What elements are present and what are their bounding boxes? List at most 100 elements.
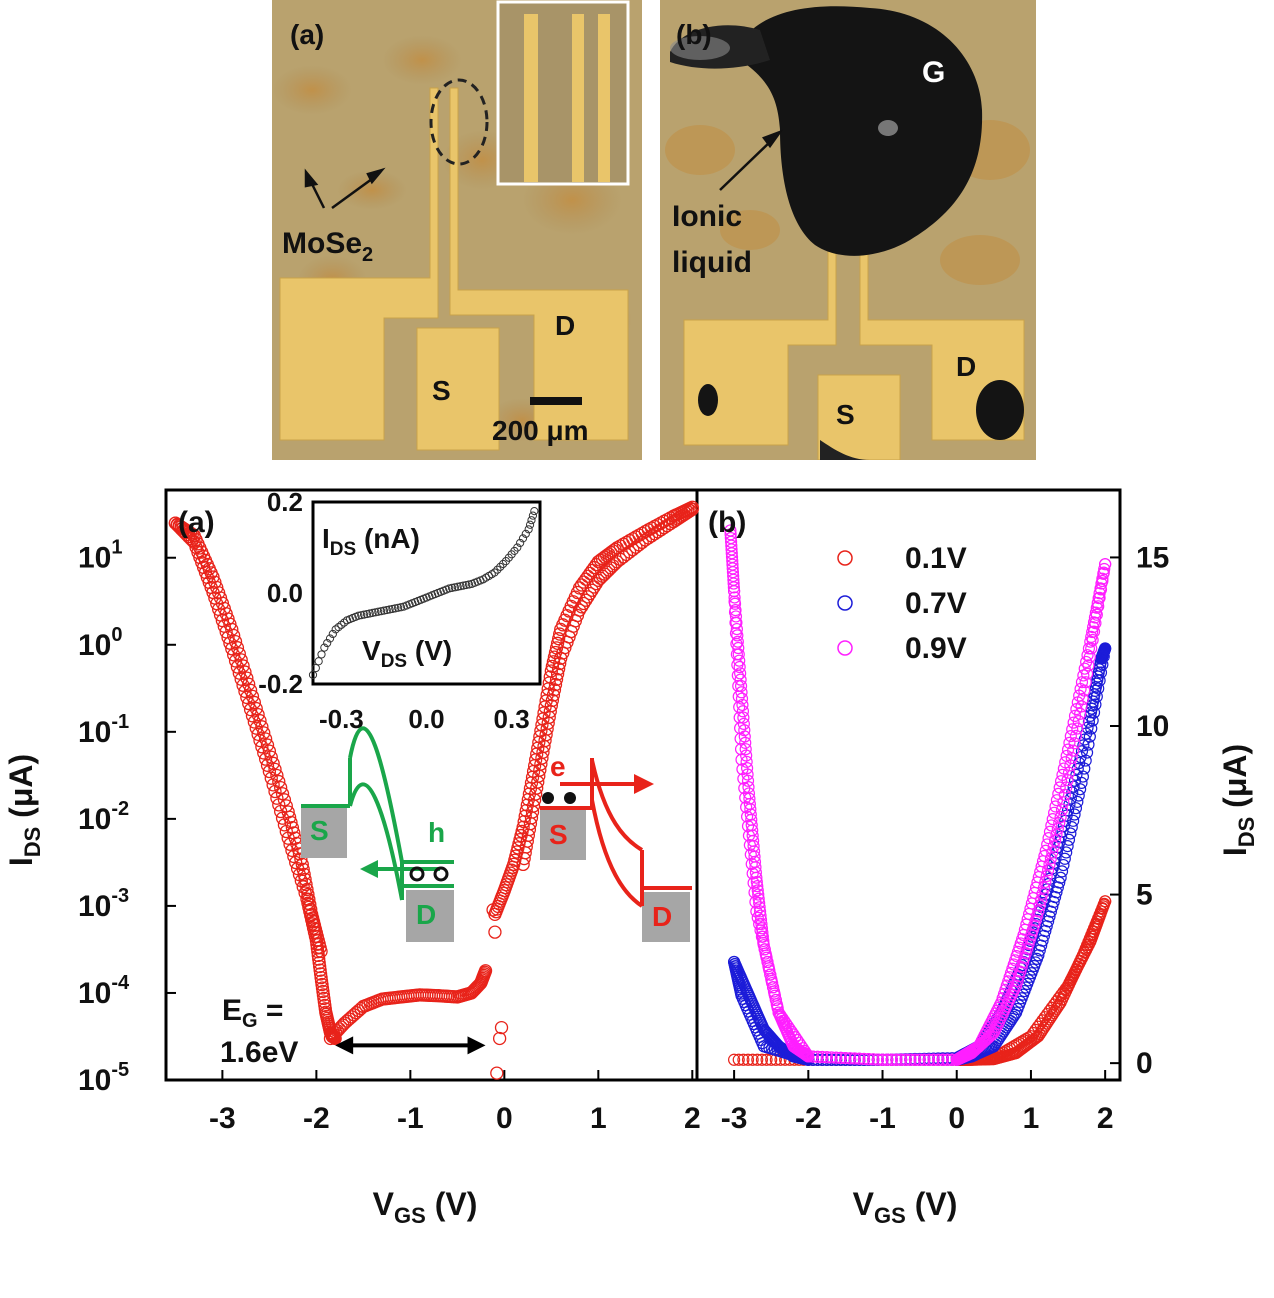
panel-b-point-0.9V (1065, 751, 1078, 765)
panel-b-point-0.9V (750, 905, 763, 918)
panel-a-point-plateau (352, 1003, 366, 1018)
inset-point (382, 605, 391, 615)
panel-a-point-p-branch (238, 665, 252, 679)
panel-b-point-0.9V (727, 581, 740, 594)
panel-a-point-p-branch (258, 732, 273, 746)
panel-a-point-p-branch (272, 774, 286, 789)
panel-a-point-p-branch (282, 810, 297, 824)
panel-a-point-p-branch (284, 815, 298, 830)
panel-b-point-0.7V (1087, 706, 1101, 719)
panel-b-point-0.7V (1033, 944, 1046, 957)
panel-a-point-n-branch (551, 662, 566, 676)
panel-b-point-0.9V (1092, 600, 1105, 613)
inset-point (388, 604, 397, 614)
panel-b-point-0.9V (1096, 574, 1109, 588)
photo-a-drain-label: D (555, 310, 575, 341)
panel-b-point-0.9V (853, 1052, 866, 1065)
inset-point (521, 529, 530, 538)
inset-xtick-label: 0.3 (494, 704, 530, 734)
panel-b-point-0.9V (754, 924, 767, 937)
panel-b-point-0.9V (745, 857, 758, 871)
panel-b-point-0.7V (1064, 792, 1077, 805)
panel-a-point-p-branch (228, 634, 243, 649)
panel-b-point-0.1V (1041, 1007, 1054, 1021)
panel-b-point-0.9V (1080, 667, 1094, 680)
panel-a-point-p-branch (258, 752, 273, 766)
panel-b-point-0.9V (1071, 722, 1084, 735)
inset-point (368, 608, 377, 618)
panel-b-point-0.9V (1089, 617, 1102, 630)
panel-a-point (494, 1020, 509, 1035)
panel-a-point-p-branch (234, 672, 248, 686)
panel-a-point-p-branch (234, 653, 248, 667)
panel-b-point-0.9V (734, 667, 747, 680)
panel-b-point-0.7V (1072, 789, 1085, 802)
panel-b-point-0.9V (1081, 649, 1094, 662)
panel-b-point-0.9V (1064, 730, 1077, 743)
panel-b-point-0.7V (1069, 802, 1083, 815)
panel-b-point-0.7V (1089, 698, 1102, 711)
panel-b-point-0.9V (1088, 611, 1102, 624)
panel-a-point-p-branch (299, 877, 313, 892)
panel-b-point-0.7V (1082, 738, 1095, 751)
panel-b-point-0.9V (1028, 919, 1041, 932)
panel-b-point-0.7V (1092, 682, 1105, 695)
panel-a-point-p-branch (240, 671, 254, 685)
panel-b-point-0.9V (728, 585, 741, 598)
panel-b-point-0.9V (748, 886, 761, 899)
panel-b-point-0.7V (1086, 714, 1099, 727)
panel-b-point-0.9V (1016, 956, 1030, 969)
panel-b-point-0.9V (766, 981, 780, 994)
inset-point (464, 580, 474, 589)
inset-point (496, 562, 505, 571)
panel-b-point-0.9V (945, 1053, 959, 1066)
panel-b-point-0.9V (881, 1053, 894, 1066)
panel-b-point-0.9V (839, 1051, 852, 1065)
panel-a-point-p-branch (304, 902, 318, 917)
panel-a-point-p-branch (285, 821, 300, 835)
panel-a-ytick-label: 10-4 (78, 972, 130, 1010)
band-right-drain-label: D (652, 901, 672, 932)
panel-b-point-0.9V (825, 1051, 838, 1064)
panel-b-point-0.9V (1011, 974, 1024, 988)
panel-b-point-0.9V (1066, 723, 1079, 736)
panel-b-point-0.9V (747, 876, 760, 890)
panel-b-point-0.7V (1090, 690, 1103, 703)
panel-a-point-p-branch (242, 696, 256, 711)
panel-b-point-0.9V (1012, 970, 1025, 983)
panel-b-point-0.9V (1021, 942, 1034, 955)
panel-b-point-0.9V (1032, 905, 1045, 918)
inset-point (334, 623, 343, 632)
source-electrode-left (279, 87, 439, 441)
panel-a-point-p-branch (245, 709, 260, 723)
ionic-label-line2: liquid (672, 246, 752, 279)
panel-a-point-p-branch (268, 762, 282, 777)
panel-a-ytick-label: 100 (78, 624, 123, 662)
panel-b-point-0.7V (1068, 808, 1081, 821)
inset-ytick-label: -0.2 (258, 669, 303, 699)
band-right-source-label: S (549, 819, 568, 850)
panel-b-point-0.9V (731, 635, 744, 648)
panel-a-point-p-branch (264, 750, 278, 764)
panel-b-point-0.9V (728, 591, 741, 604)
eg-arrow-head-right (467, 1036, 486, 1055)
legend-label: 0.1V (905, 542, 967, 575)
panel-b-point-0.9V (1042, 864, 1055, 877)
panel-a-point-p-branch (230, 641, 245, 655)
panel-b-point-0.9V (765, 974, 778, 988)
panel-b-point-0.9V (1045, 819, 1058, 832)
panel-a-point-p-branch (303, 897, 317, 912)
panel-a-point-p-branch (249, 701, 263, 716)
inset-points (308, 507, 539, 679)
panel-b-point-0.9V (1023, 933, 1037, 946)
panel-b-point-0.9V (732, 679, 745, 693)
panel-a-xtick-label: 2 (684, 1102, 701, 1135)
band-left-drain-label: D (416, 899, 436, 930)
panel-a-point (492, 1031, 507, 1046)
panel-b-point-0.9V (936, 1053, 949, 1066)
eg-annotation-line2: 1.6eV (220, 1036, 298, 1069)
micrograph-device-b: (b) G Ionic liquid S D (660, 0, 1036, 460)
inset-point (362, 609, 372, 619)
